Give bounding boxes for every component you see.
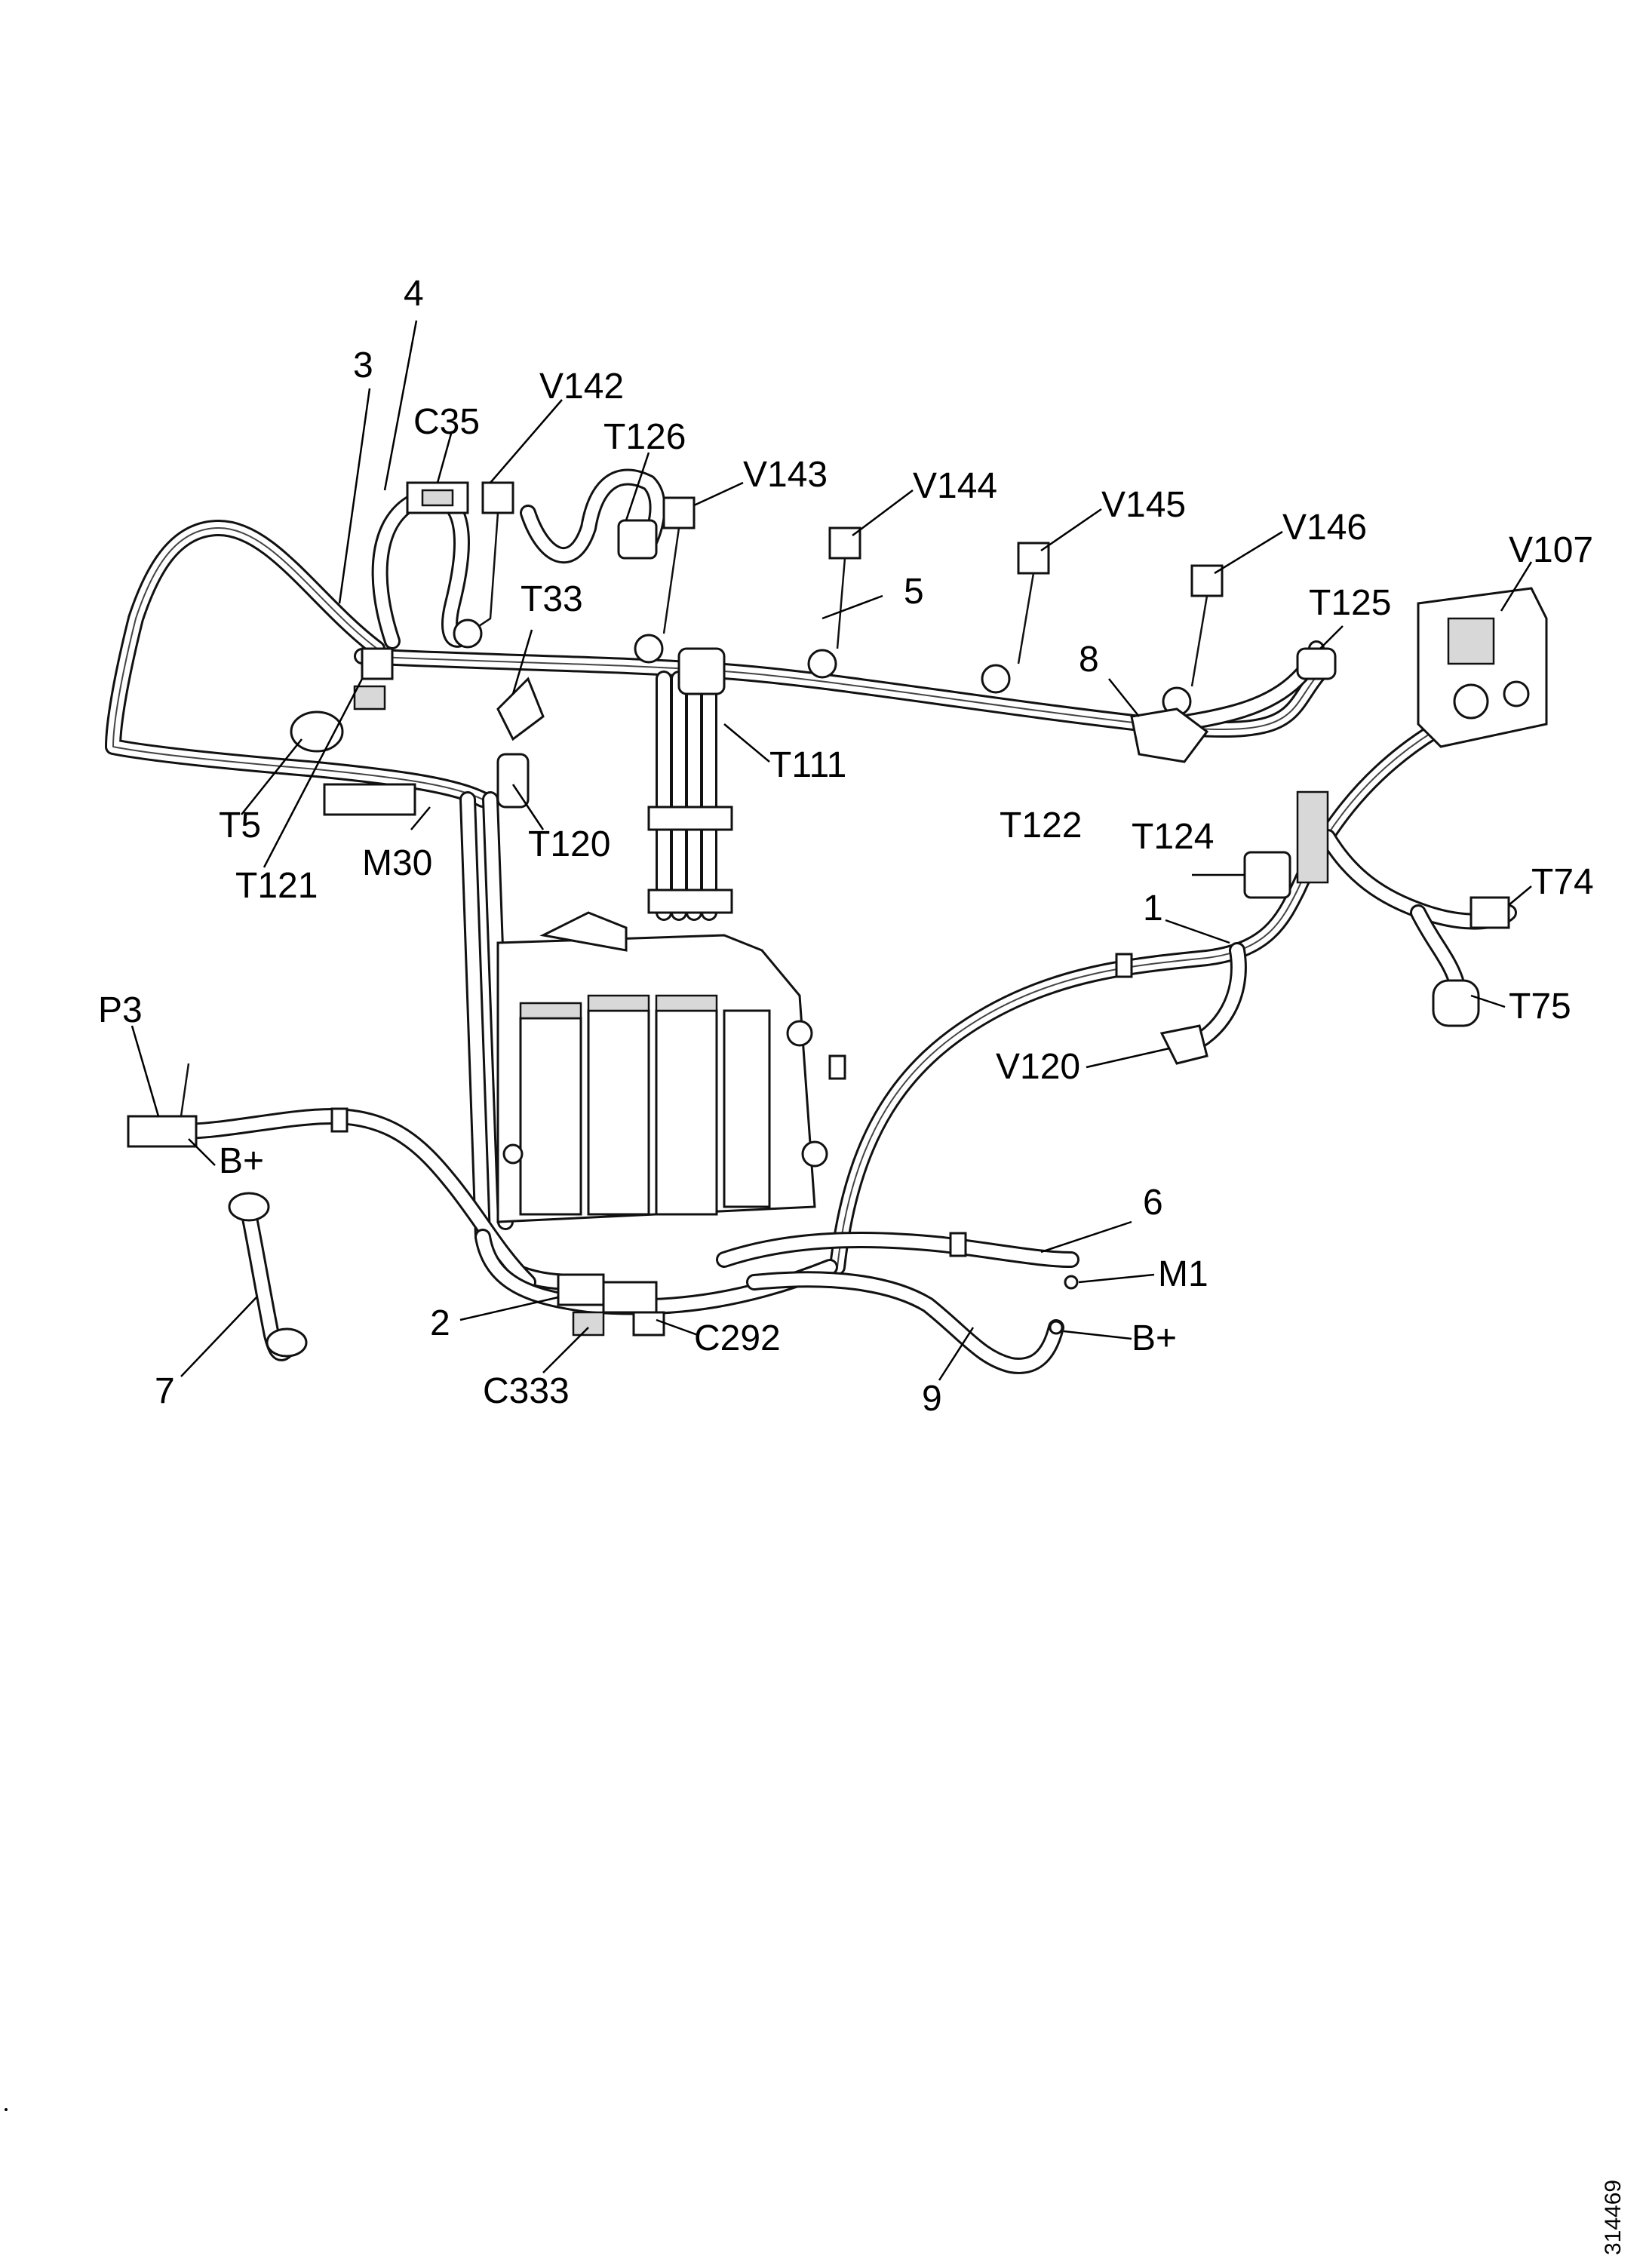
connector-c35 [406,481,469,514]
main-injector-rail [354,648,1336,738]
label-v144: V144 [913,466,997,506]
label-3: 3 [353,345,373,385]
components [127,481,1548,1358]
junction-t122 [1130,707,1209,763]
label-t111: T111 [769,745,846,785]
terminal-m1 [1064,1275,1079,1290]
motor-m30 [323,783,416,816]
label-v107: V107 [1509,530,1593,570]
t126-loop [520,468,666,564]
sensor-t33 [496,677,545,741]
label-4: 4 [404,274,424,314]
sensor-t120 [496,753,530,809]
label-6: 6 [1143,1183,1163,1223]
cable-7-ends [228,1192,308,1358]
label-t121: T121 [235,866,318,906]
label-t125: T125 [1309,583,1391,623]
injector-v142 [453,481,514,649]
clamps [330,953,1133,1257]
label-m30: M30 [362,843,432,883]
injector-v145 [981,542,1050,694]
document-number: 314469 [1601,2180,1626,2255]
label-t124: T124 [1132,817,1214,857]
label-t5: T5 [219,806,261,846]
label-p3: P3 [98,990,143,1030]
label-5: 5 [904,572,924,612]
label-9: 9 [922,1379,942,1419]
sensor-v120 [1159,1024,1208,1065]
sensor-t75 [1432,979,1480,1027]
harness-6-9 [716,1232,1079,1374]
injector-v144 [807,526,861,679]
label-bplus-right: B+ [1132,1318,1177,1358]
bottom-connector-group [557,1273,665,1337]
label-1: 1 [1143,888,1163,928]
junction-t111 [647,647,733,914]
leader-lines [131,320,1533,1381]
label-c333: C333 [483,1371,570,1411]
terminal-bplus-right [1049,1320,1064,1335]
injector-v146 [1162,564,1224,717]
label-8: 8 [1079,640,1099,680]
label-7: 7 [155,1371,175,1411]
center-bundle [656,671,717,921]
label-t120: T120 [528,824,610,864]
label-bplus-left: B+ [219,1141,264,1181]
sensor-t121 [353,647,394,710]
label-t75: T75 [1509,987,1571,1027]
sensor-t74 [1469,896,1510,929]
connector-p3 [127,1063,198,1148]
label-v142: V142 [539,367,624,407]
label-v120: V120 [996,1047,1080,1087]
label-2: 2 [430,1303,450,1343]
label-m1: M1 [1158,1254,1208,1294]
injector-v143 [634,496,696,664]
label-t33: T33 [521,579,583,619]
label-v145: V145 [1101,485,1186,525]
harness-4-loop [371,489,476,649]
ecu-module [496,911,828,1223]
harness-routes [105,468,1517,1374]
label-t126: T126 [603,417,686,457]
label-t122: T122 [1000,806,1082,846]
edge-mark [5,2108,8,2111]
valve-v107 [1417,587,1548,748]
callout-labels: 4 3 C35 V142 T126 V143 V144 V145 V146 V1… [98,274,1594,1419]
label-t74: T74 [1531,862,1594,902]
label-v143: V143 [743,455,828,495]
left-loop-harness [105,520,491,808]
label-c292: C292 [694,1318,781,1358]
harness-1-right [829,686,1502,1275]
label-c35: C35 [413,402,480,442]
sensor-t126 [617,519,658,560]
sensor-t125 [1296,647,1337,680]
label-v146: V146 [1282,508,1367,548]
sensor-t124 [1243,790,1329,899]
